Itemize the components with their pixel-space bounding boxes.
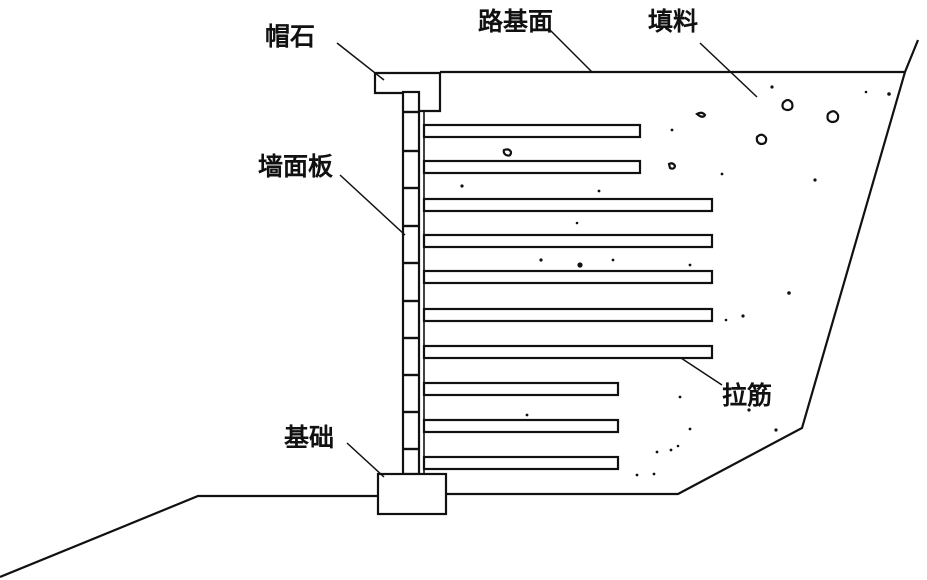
wall-panel-column (401, 90, 421, 476)
reinforcement-strip (422, 307, 714, 323)
fill-pebbles (502, 98, 840, 170)
foundation-block (376, 472, 448, 516)
leader-foundation (346, 442, 385, 478)
reinforcement-strip (422, 418, 620, 434)
leader-roadbed-surface (547, 27, 593, 73)
leader-reinforcement (680, 357, 723, 386)
reinforcement-strip (422, 123, 642, 139)
natural-ground-line (0, 494, 378, 579)
leader-cap-stone (336, 42, 385, 81)
reinforcement-strips (422, 123, 714, 471)
reinforcement-strip (422, 455, 620, 471)
leader-lines (336, 27, 758, 478)
reinforcement-strip (422, 269, 714, 285)
reinforcement-strip (422, 159, 642, 175)
label-reinforcement: 拉筋 (722, 381, 772, 410)
reinforcement-strip (422, 233, 714, 249)
fill-dots (460, 85, 891, 477)
fill-back-slope (447, 39, 920, 496)
label-wall-panel: 墙面板 (258, 152, 333, 181)
reinforcement-strip (422, 344, 714, 360)
label-fill-material: 填料 (648, 7, 698, 36)
wall-panel-joints (403, 110, 419, 451)
reinforcement-strip (422, 197, 714, 213)
label-cap-stone: 帽石 (265, 22, 315, 51)
leader-wall-panel (339, 174, 406, 236)
leader-fill-material (699, 42, 758, 98)
label-foundation: 基础 (284, 423, 334, 452)
label-roadbed-surface: 路基面 (478, 7, 553, 36)
reinforcement-strip (422, 381, 620, 397)
